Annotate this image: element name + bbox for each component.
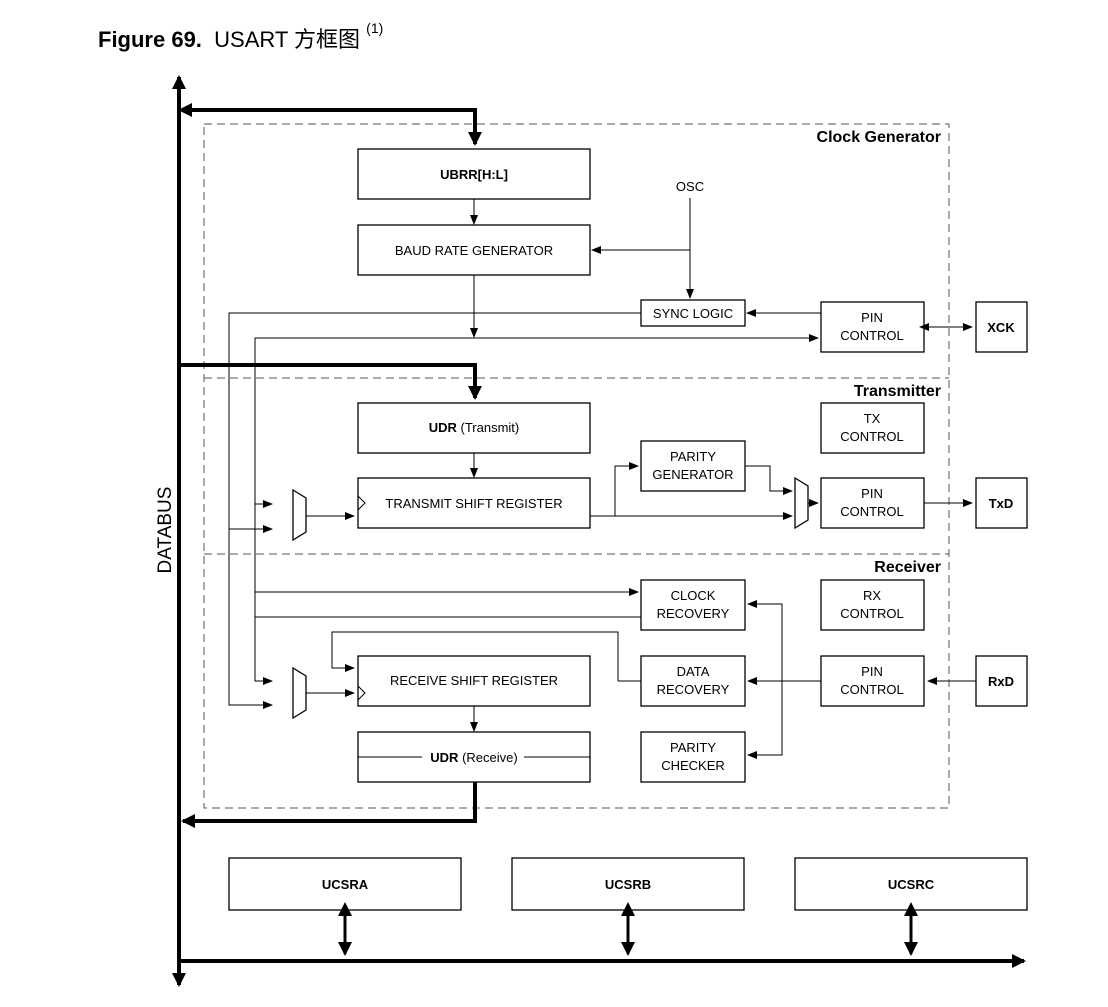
ucsra-block <box>228 857 462 911</box>
rxd-label: RxD <box>988 674 1014 689</box>
usart-outer-frame <box>203 123 950 809</box>
figure-note: (1) <box>366 20 384 36</box>
data-recovery-label-2: RECOVERY <box>657 682 730 697</box>
figure-number: Figure 69. <box>98 27 202 52</box>
data-recovery-to-rsr <box>331 631 619 681</box>
transmitter-label: Transmitter <box>854 383 941 400</box>
ucsrb-block <box>511 857 745 911</box>
rxd-pin <box>975 655 1028 707</box>
parity-to-out-mux <box>745 465 793 495</box>
pin-control-rxd-label-1: PIN <box>861 664 883 679</box>
udr-receive-label: UDR (Receive) <box>430 750 517 765</box>
pin-control-rxd-label-2: CONTROL <box>840 682 904 697</box>
pin-control-xck-label-2: CONTROL <box>840 328 904 343</box>
figure-title-text: USART 方框图 <box>214 27 361 52</box>
ucsrc-label: UCSRC <box>888 877 935 892</box>
rx-mux <box>292 666 307 720</box>
xck-pin <box>975 301 1028 353</box>
ucsrb-label: UCSRB <box>605 877 651 892</box>
parity-checker-label-1: PARITY <box>670 740 716 755</box>
ubrr-label: UBRR[H:L] <box>440 167 508 182</box>
receiver-label: Receiver <box>874 559 941 576</box>
parity-generator-block <box>640 440 746 492</box>
sync-logic-block <box>640 299 746 327</box>
pin-control-xck-block <box>820 301 925 353</box>
rx-control-label-1: RX <box>863 588 881 603</box>
xck-label: XCK <box>987 320 1015 335</box>
clock-recovery-block <box>640 579 746 631</box>
udr-transmit-label: UDR (Transmit) <box>429 420 520 435</box>
parity-checker-block <box>640 731 746 783</box>
figure-title: Figure 69. USART 方框图 (1) <box>98 20 384 54</box>
pin-to-clock-recovery <box>747 600 783 681</box>
ubrr-block <box>357 148 591 200</box>
bus-to-udr-transmit <box>179 363 482 400</box>
pin-control-txd-label-2: CONTROL <box>840 504 904 519</box>
tx-mux <box>292 488 307 542</box>
parity-generator-label-2: GENERATOR <box>652 467 733 482</box>
sync-logic-label: SYNC LOGIC <box>653 306 733 321</box>
receive-shift-register-block <box>357 655 591 707</box>
tx-out-mux <box>794 476 809 530</box>
udr-transmit-block <box>357 402 591 454</box>
transmit-shift-register-block <box>357 477 591 529</box>
udr-receive-to-bus <box>181 782 477 828</box>
transmit-shift-register-label: TRANSMIT SHIFT REGISTER <box>385 496 562 511</box>
tx-control-label-1: TX <box>864 411 881 426</box>
sync-to-rx-mux <box>228 312 641 709</box>
data-recovery-block <box>640 655 746 707</box>
baud-rate-generator-label: BAUD RATE GENERATOR <box>395 243 553 258</box>
ucsra-label: UCSRA <box>322 877 369 892</box>
clock-recovery-label-2: RECOVERY <box>657 606 730 621</box>
osc-label: OSC <box>676 179 704 194</box>
tx-control-block <box>820 402 925 454</box>
clock-to-pin-control <box>254 334 819 650</box>
clock-generator-label: Clock Generator <box>817 129 941 146</box>
tx-control-label-2: CONTROL <box>840 429 904 444</box>
pin-control-txd-label-1: PIN <box>861 486 883 501</box>
databus-label: DATABUS <box>155 487 176 574</box>
parity-generator-label-1: PARITY <box>670 449 716 464</box>
section-frames <box>203 123 950 809</box>
pin-to-parity-checker <box>747 681 783 759</box>
clock-recovery-label-1: CLOCK <box>671 588 716 603</box>
receive-shift-register-label: RECEIVE SHIFT REGISTER <box>390 673 558 688</box>
bus-to-ubrr <box>193 108 482 146</box>
pin-control-xck-label-1: PIN <box>861 310 883 325</box>
rx-control-label-2: CONTROL <box>840 606 904 621</box>
txd-pin <box>975 477 1028 529</box>
rx-control-block <box>820 579 925 631</box>
clock-recovery-to-rx-mux <box>254 616 641 685</box>
parity-checker-label-2: CHECKER <box>661 758 725 773</box>
tsr-to-parity <box>590 462 639 517</box>
data-recovery-label-1: DATA <box>677 664 710 679</box>
txd-label: TxD <box>989 496 1014 511</box>
